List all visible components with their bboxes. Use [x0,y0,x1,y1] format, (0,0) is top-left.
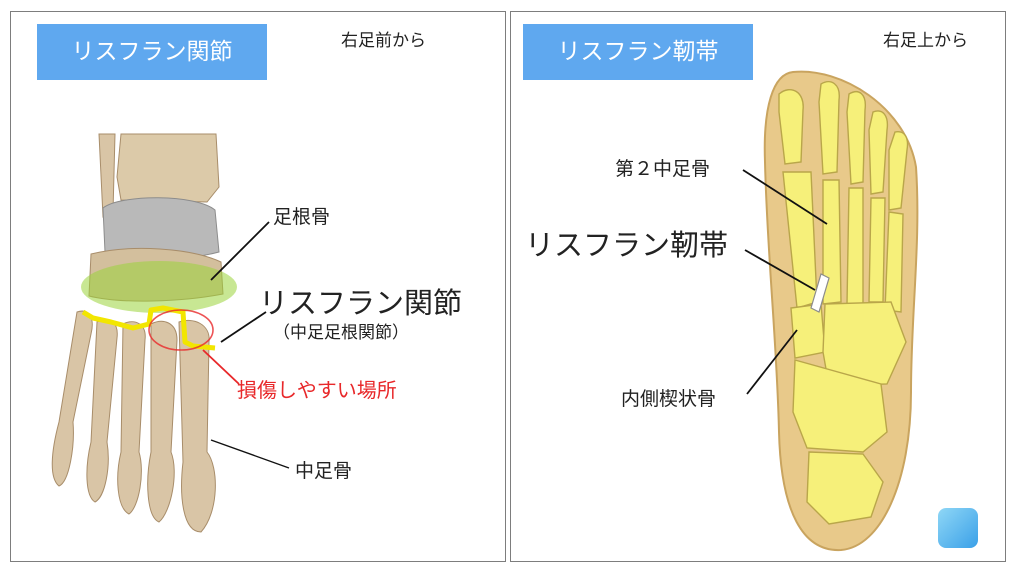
joint-alternate-name-label: （中足足根関節） [273,323,409,343]
toe-5-bones [888,131,909,211]
injury-site-ellipse [148,309,214,351]
metatarsal-2 [147,320,178,523]
front-foot-illustration [51,133,290,533]
toe-3-bones [846,91,866,185]
left-panel: リスフラン関節 右足前から 足根骨 リスフラン関節 （中足足根関節） 損傷しやす… [10,11,506,562]
tarsal-highlight-ellipse [81,261,237,313]
right-view-direction: 右足上から [883,31,968,51]
brand-logo-icon [938,508,978,548]
lisfranc-ligament-shape [810,273,830,313]
left-view-direction: 右足前から [341,31,426,51]
medial-cuneiform-label: 内側楔状骨 [621,388,717,410]
metatarsal-4 [86,319,118,503]
metatarsal-callout-line [210,439,290,469]
midfoot-bones [822,301,907,387]
second-metatarsal-callout-line [742,169,828,225]
metatarsal-3 [117,321,146,515]
left-panel-title: リスフラン関節 [37,24,267,80]
tarsal-bone-label: 足根骨 [273,206,331,228]
toe-2-bones [818,81,840,175]
injury-callout-line [202,349,240,385]
right-panel-title: リスフラン靭帯 [523,24,753,80]
cuneiform-callout-line [746,329,798,395]
lisfranc-ligament-label: リスフラン靭帯 [525,228,729,262]
metatarsal-1 [178,319,216,533]
tarsal-callout-line [210,221,270,281]
metatarsal-label: 中足骨 [295,460,353,482]
lisfranc-joint-label: リスフラン関節 [259,286,463,320]
tibia-bone [116,133,220,203]
metatarsal-5 [51,310,93,487]
lisfranc-joint-line [81,305,216,351]
second-metatarsal-label: 第２中足骨 [615,158,711,180]
lisfranc-callout-line [220,311,267,343]
toe-4-bones [868,110,889,195]
ligament-callout-line [744,249,816,291]
right-panel: リスフラン靭帯 右足上から 第２中足骨 リスフラン靭帯 内側楔状骨 [510,11,1006,562]
top-foot-illustration [742,70,919,552]
hallux-bone [778,89,804,165]
navicular-talus-bones [792,359,888,453]
calcaneus-bone [806,451,884,525]
injury-site-label: 損傷しやすい場所 [237,378,397,402]
